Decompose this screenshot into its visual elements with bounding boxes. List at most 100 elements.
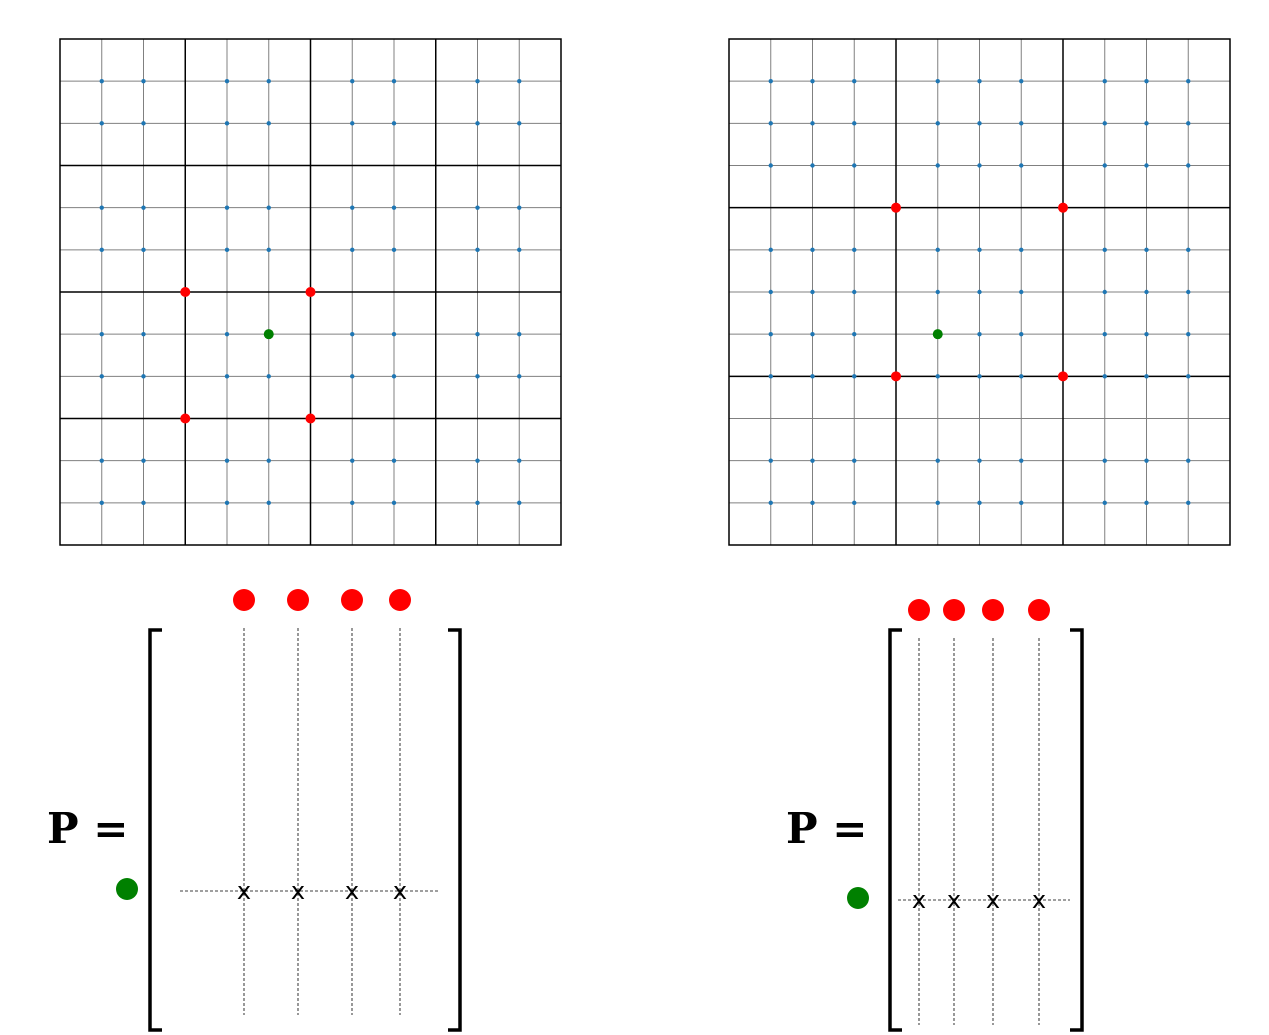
left-grid-panel	[59, 38, 562, 546]
sample-point	[224, 500, 230, 506]
sample-point	[1019, 500, 1024, 506]
nonzero-entry-marker: x	[345, 877, 359, 905]
sample-point	[517, 500, 522, 506]
sample-point	[1144, 247, 1149, 253]
sample-point	[99, 500, 104, 506]
sample-point	[1102, 500, 1107, 506]
sample-point	[517, 458, 522, 463]
sample-point	[810, 331, 815, 337]
sample-point	[1019, 458, 1024, 463]
sample-point	[935, 500, 940, 506]
sample-point	[810, 500, 815, 506]
sample-point	[1019, 289, 1024, 295]
sample-point	[350, 458, 355, 463]
sample-point	[1102, 289, 1107, 295]
sample-point	[350, 205, 355, 210]
sample-point	[852, 289, 857, 295]
sample-point	[475, 374, 480, 379]
sample-point	[1102, 121, 1107, 126]
sample-point	[1186, 500, 1191, 506]
nonzero-entry-marker: x	[393, 877, 407, 905]
sample-point	[852, 121, 857, 126]
sample-point	[935, 247, 940, 253]
sample-point	[391, 247, 397, 253]
sample-point	[1186, 121, 1191, 126]
sample-point	[266, 458, 271, 463]
sample-point	[99, 78, 104, 84]
row-marker-dot	[847, 887, 869, 909]
grid-border	[728, 38, 1231, 546]
sample-point	[1102, 331, 1107, 337]
sample-point	[141, 78, 146, 84]
sample-point	[475, 78, 480, 84]
sample-point	[768, 78, 773, 84]
nonzero-entry-marker: x	[912, 886, 926, 914]
sample-point	[266, 205, 271, 210]
sample-point	[768, 163, 773, 168]
sample-point	[391, 121, 397, 126]
sample-point	[141, 331, 146, 337]
sample-point	[391, 500, 397, 506]
sample-point	[852, 458, 857, 463]
sample-point	[141, 374, 146, 379]
sample-point	[768, 500, 773, 506]
sample-point	[141, 247, 146, 253]
sample-point	[810, 458, 815, 463]
column-marker-dot	[233, 589, 255, 611]
neighbor-point	[891, 202, 901, 213]
sample-point	[1186, 247, 1191, 253]
sample-point	[224, 374, 230, 379]
right-matrix-label: P =	[786, 804, 868, 853]
sample-point	[768, 289, 773, 295]
sample-point	[935, 163, 940, 168]
sample-point	[852, 163, 857, 168]
sample-point	[391, 205, 397, 210]
sample-point	[768, 374, 773, 379]
sample-point	[852, 374, 857, 379]
sample-point	[475, 458, 480, 463]
sample-point	[1144, 78, 1149, 84]
target-point	[263, 329, 274, 340]
sample-point	[977, 163, 982, 168]
sample-point	[768, 121, 773, 126]
sample-point	[517, 374, 522, 379]
sample-point	[852, 78, 857, 84]
sample-point	[1102, 374, 1107, 379]
sample-point	[1144, 163, 1149, 168]
right-bracket	[1070, 628, 1084, 1032]
nonzero-entry-marker: x	[986, 886, 1000, 914]
sample-point	[350, 331, 355, 337]
sample-point	[224, 121, 230, 126]
sample-point	[768, 247, 773, 253]
sample-point	[977, 78, 982, 84]
column-marker-dot	[389, 589, 411, 611]
sample-point	[810, 78, 815, 84]
column-marker-dot	[341, 589, 363, 611]
sample-point	[224, 247, 230, 253]
column-marker-dot	[287, 589, 309, 611]
sample-point	[1186, 78, 1191, 84]
sample-point	[1186, 374, 1191, 379]
sample-point	[475, 205, 480, 210]
neighbor-point	[305, 413, 316, 424]
neighbor-point	[305, 287, 316, 297]
sample-point	[810, 163, 815, 168]
column-marker-dot	[908, 599, 930, 621]
sample-point	[266, 374, 271, 379]
sample-point	[1144, 458, 1149, 463]
sample-point	[475, 331, 480, 337]
sample-point	[475, 247, 480, 253]
sample-point	[224, 78, 230, 84]
neighbor-point	[180, 287, 191, 297]
sample-point	[852, 247, 857, 253]
sample-point	[99, 247, 104, 253]
sample-point	[977, 331, 982, 337]
sample-point	[1019, 163, 1024, 168]
sample-point	[1144, 500, 1149, 506]
column-marker-dot	[1028, 599, 1050, 621]
sample-point	[1102, 247, 1107, 253]
sample-point	[350, 121, 355, 126]
sample-point	[1186, 289, 1191, 295]
